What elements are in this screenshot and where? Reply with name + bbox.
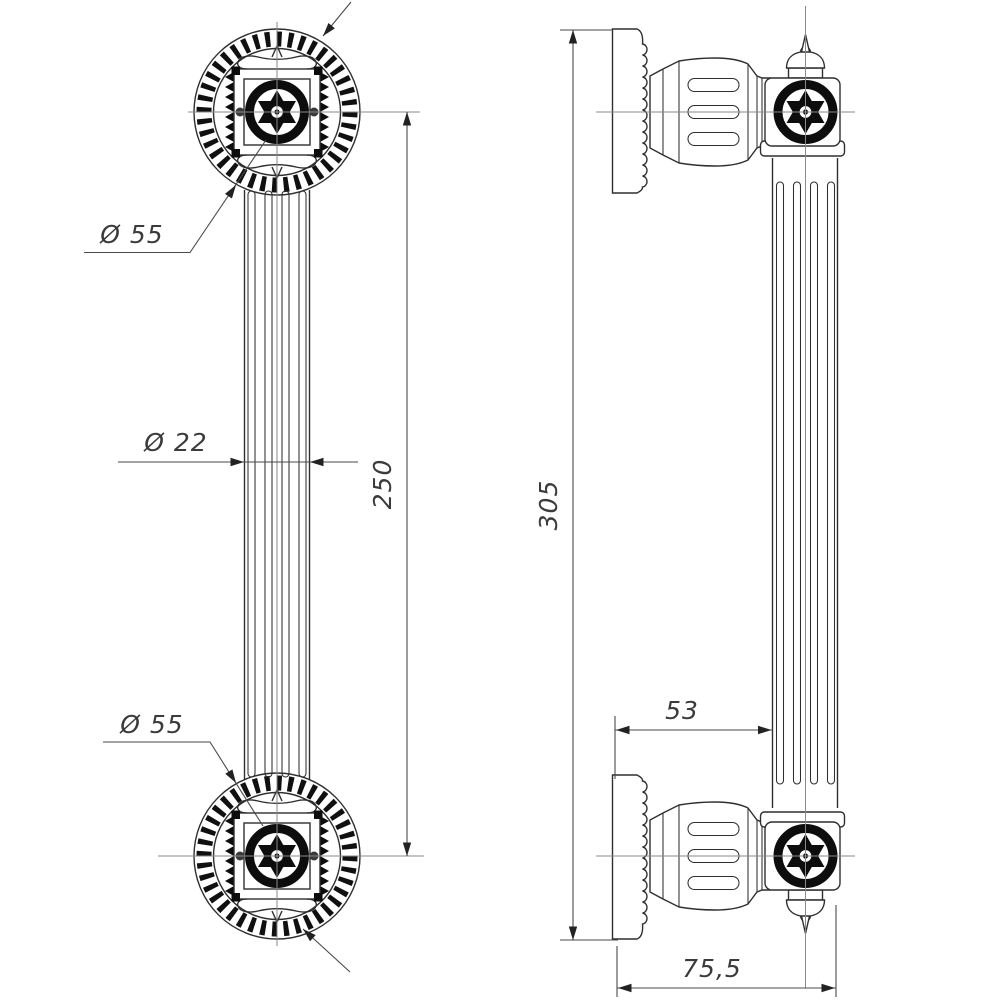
arrowhead [618,983,632,993]
dim-label-rosette-bottom: Ø 55 [119,710,183,739]
dim-tube-diameter: Ø 22 [118,428,358,467]
side-assembly-top [613,29,845,193]
leader-line [103,741,264,827]
tube-edges [771,158,839,808]
tube-flute [809,181,819,785]
dim-projection: 75,5 [616,905,837,997]
dim-label-rosette-top: Ø 55 [99,220,163,249]
arrowhead [568,30,578,44]
leader-bottom-unlabeled [300,925,351,973]
leader-line [84,139,267,254]
tube-flute [247,190,256,778]
arrowhead [310,457,324,467]
arrowhead [402,112,412,126]
side-tube [771,158,839,808]
dim-label-53: 53 [665,696,699,725]
tube-flute [281,190,290,778]
tube-flute [298,190,307,778]
dim-wall-to-tube: 53 [614,696,773,779]
dimensions: Ø 55 Ø 55 Ø 22 250 [84,1,837,997]
side-assembly-bottom [613,775,845,939]
dim-rosette-top-diameter: Ø 55 [84,139,267,254]
dim-centre-distance: 250 [368,112,412,856]
tube-flute [264,190,273,778]
dim-label-75-5: 75,5 [682,954,742,983]
leader-top-unlabeled [319,1,352,39]
tube-edges [243,190,311,780]
dim-overall-height: 305 [534,29,618,941]
arrowhead [568,926,578,940]
arrowhead [230,457,244,467]
arrowhead [758,725,772,735]
dim-rosette-bottom-diameter: Ø 55 [103,710,264,827]
dim-label-250: 250 [368,459,397,510]
extension-lines [560,29,618,941]
dim-label-tube: Ø 22 [143,428,207,457]
dim-label-305: 305 [534,480,563,531]
arrowhead [402,842,412,856]
leader-arrowhead [319,22,335,39]
side-view [613,29,845,939]
front-tube [243,190,311,780]
arrowhead [821,983,835,993]
tube-flute [792,181,802,785]
tube-flute [826,181,836,785]
front-view [194,29,360,939]
arrowhead [616,725,630,735]
centerlines [158,6,855,988]
tube-flute [775,181,785,785]
